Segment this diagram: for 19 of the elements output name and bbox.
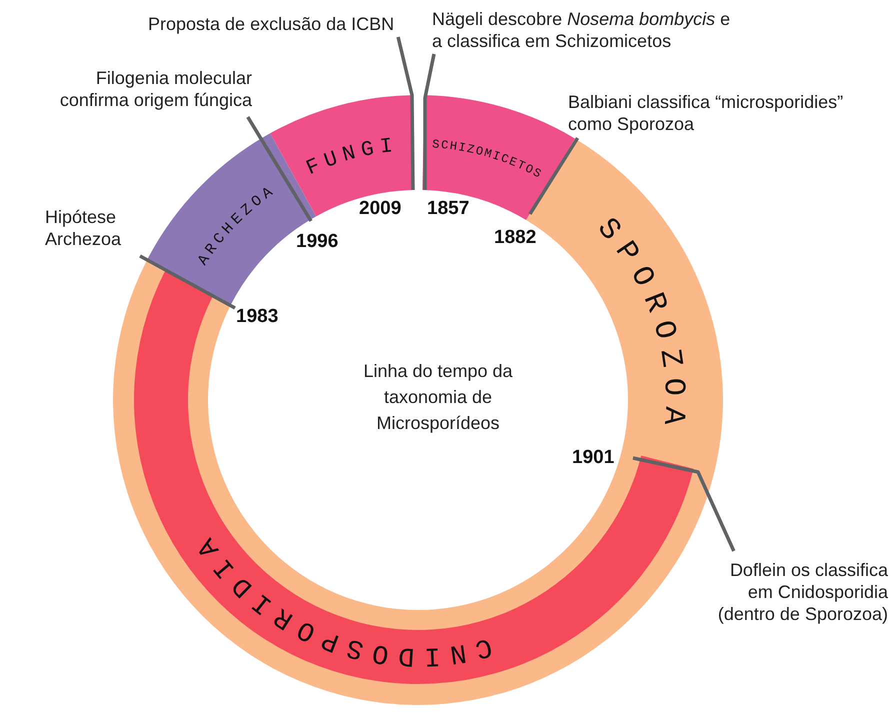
year-label: 2009 (359, 198, 402, 220)
annotation-text: Proposta de exclusão da ICBN (148, 13, 394, 35)
annotation-text: Doflein os classifica em Cnidosporidia (dentro de Sporozoa) (700, 559, 888, 625)
annotation-text: Balbiani classifica “microsporidies” como Sporozoa (568, 91, 888, 135)
center-caption: Linha do tempo da taxonomia de Microsporídeos (362, 360, 514, 435)
leader-line (632, 456, 736, 552)
annotation-text: Filogenia molecular confirma origem fúngica (40, 67, 252, 111)
year-label: 1983 (236, 306, 278, 328)
annotation-text: Hipótese Archezoa (45, 206, 140, 250)
leader-line (396, 36, 415, 190)
year-label: 1857 (427, 198, 470, 220)
leader-line (423, 54, 436, 190)
annotation-text: Nägeli descobre Nosema bombycis e a classifica em Schizomicetos (432, 8, 732, 52)
year-label: 1996 (296, 231, 338, 253)
year-label: 1901 (572, 447, 614, 469)
year-label: 1882 (494, 227, 536, 249)
leader-line (246, 116, 312, 222)
leader-line (139, 254, 236, 310)
leader-line (528, 137, 580, 215)
